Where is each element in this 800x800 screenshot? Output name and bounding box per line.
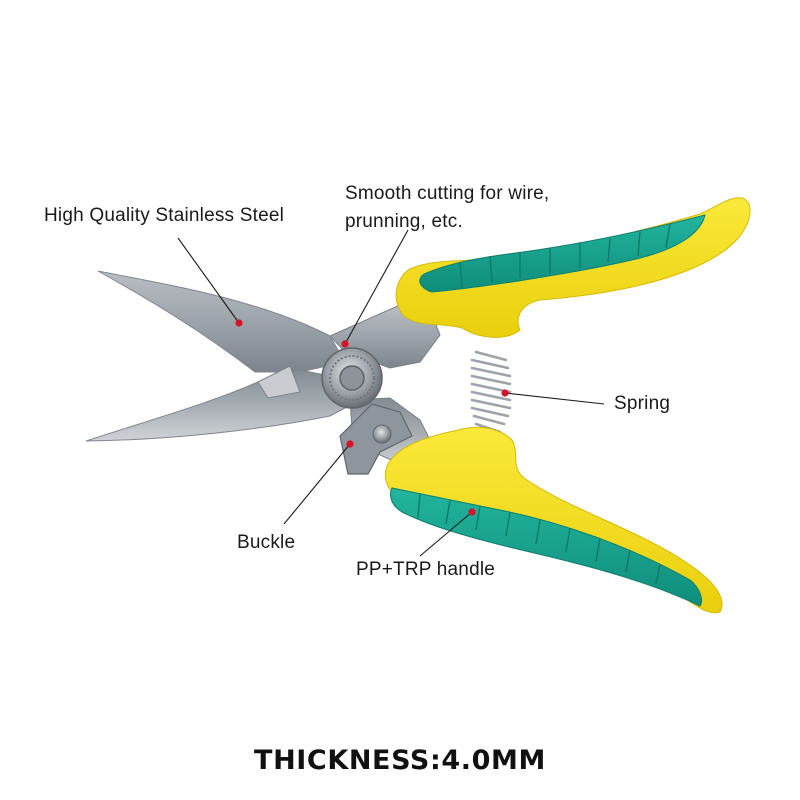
callout-markers [235,319,509,516]
thickness-spec: THICKNESS:4.0MM [254,745,546,776]
blade-notch [257,365,301,399]
callout-leaders [177,229,605,557]
callout-cutting-label: Smooth cutting for wire, prunning, etc. [345,180,549,236]
callout-steel-label: High Quality Stainless Steel [44,205,285,226]
lower-blade [85,369,361,442]
spring-coil [470,350,512,434]
lower-handle-teal [389,487,703,607]
callout-buckle-label: Buckle [237,532,296,553]
upper-blade [97,270,346,373]
callout-spring-label: Spring [614,393,671,414]
callout-handle-label: PP+TRP handle [356,559,496,580]
callout-cutting-line2: prunning, etc. [345,211,463,232]
callout-cutting-line1: Smooth cutting for wire, [345,183,550,204]
